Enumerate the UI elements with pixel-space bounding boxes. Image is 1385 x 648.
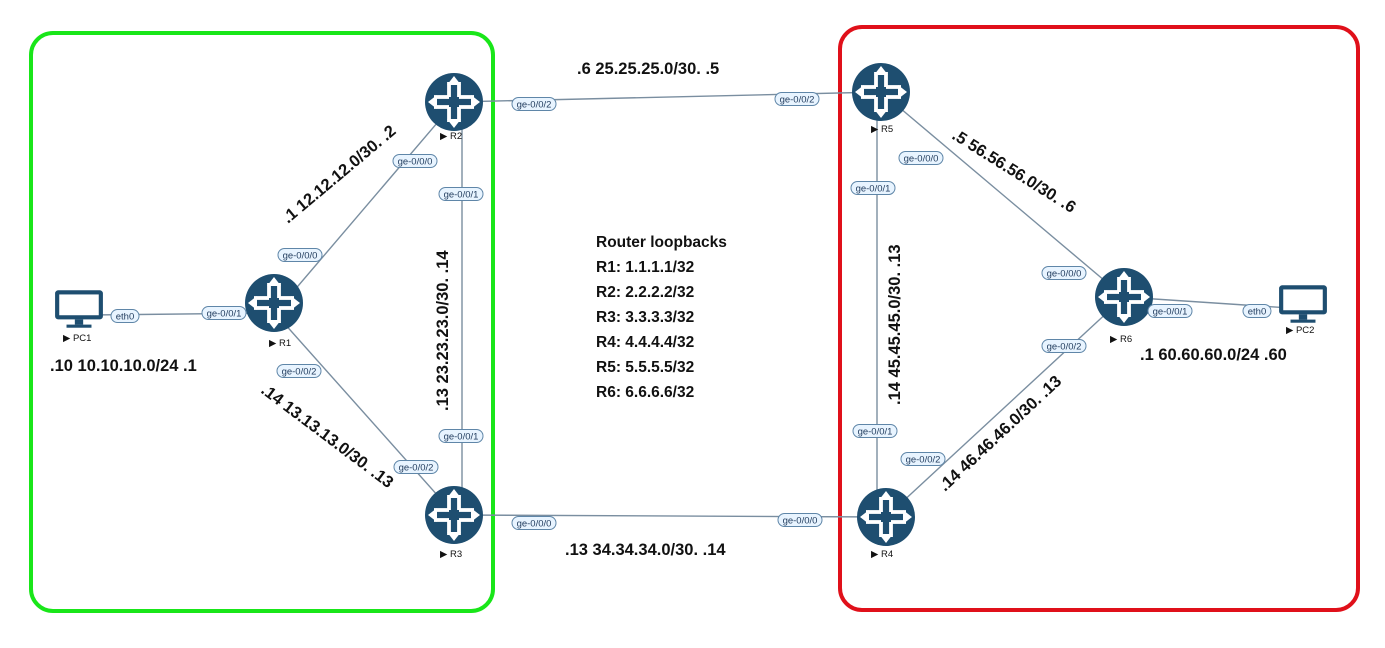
link-r1-r2 [274, 101, 456, 314]
loopback-r6: R6: 6.6.6.6/32 [596, 384, 694, 401]
subnet-r4-r5: .14 45.45.45.0/30. .13 [886, 244, 904, 405]
router-r5-icon[interactable] [851, 62, 911, 122]
subnet-r4-r6: .14 46.46.46.0/30. .13 [935, 372, 1065, 495]
loopback-r5: R5: 5.5.5.5/32 [596, 359, 694, 376]
play-icon: ▶ [63, 333, 71, 344]
router-r3-icon[interactable] [424, 485, 484, 545]
port-r4-ge001[interactable]: ge-0/0/1 [852, 424, 898, 438]
play-icon: ▶ [269, 338, 277, 349]
port-r1-ge001[interactable]: ge-0/0/1 [201, 306, 247, 320]
port-label: ge-0/0/2 [517, 99, 552, 110]
port-r4-ge002[interactable]: ge-0/0/2 [900, 452, 946, 466]
r6-label: R6 [1120, 334, 1132, 345]
pc2-label: PC2 [1296, 325, 1314, 336]
port-r5-ge000[interactable]: ge-0/0/0 [898, 151, 944, 165]
port-label: ge-0/0/1 [858, 426, 893, 437]
play-icon: ▶ [1286, 325, 1294, 336]
subnet-r3-r4: .13 34.34.34.0/30. .14 [565, 541, 726, 559]
svg-text:▶ R1: ▶ R1 [269, 338, 291, 349]
port-label: ge-0/0/1 [1153, 306, 1188, 317]
port-r5-ge001[interactable]: ge-0/0/1 [850, 181, 896, 195]
svg-text:▶ PC1: ▶ PC1 [63, 333, 91, 344]
port-r2-ge000[interactable]: ge-0/0/0 [392, 154, 438, 168]
loopback-r2: R2: 2.2.2.2/32 [596, 284, 694, 301]
r2-label: R2 [450, 131, 462, 142]
port-r1-ge002[interactable]: ge-0/0/2 [276, 364, 322, 378]
port-r3-ge001[interactable]: ge-0/0/1 [438, 429, 484, 443]
svg-text:▶ PC2: ▶ PC2 [1286, 325, 1314, 336]
subnet-r2-r5: .6 25.25.25.0/30. .5 [577, 60, 719, 78]
port-label: ge-0/0/1 [207, 308, 242, 319]
port-label: ge-0/0/2 [1047, 341, 1082, 352]
r4-label: R4 [881, 549, 893, 560]
r3-label: R3 [450, 549, 462, 560]
subnet-r1-r3: .14 13.13.13.0/30. .13 [258, 381, 397, 492]
router-r4-icon[interactable] [856, 487, 916, 547]
port-r2-ge002[interactable]: ge-0/0/2 [511, 97, 557, 111]
port-r4-ge000[interactable]: ge-0/0/0 [777, 513, 823, 527]
play-icon: ▶ [871, 124, 879, 135]
loopbacks-title: Router loopbacks [596, 234, 727, 251]
port-label: ge-0/0/1 [444, 431, 479, 442]
r5-label: R5 [881, 124, 893, 135]
port-label: ge-0/0/1 [444, 189, 479, 200]
pc2-monitor-icon[interactable] [1279, 285, 1327, 323]
subnet-r1-r2: .1 12.12.12.0/30. .2 [279, 122, 400, 227]
port-r2-ge001[interactable]: ge-0/0/1 [438, 187, 484, 201]
port-label: eth0 [1248, 306, 1267, 317]
loopback-r3: R3: 3.3.3.3/32 [596, 309, 694, 326]
port-label: ge-0/0/0 [1047, 268, 1082, 279]
subnet-r2-r3: .13 23.23.23.0/30. .14 [434, 250, 452, 411]
subnet-r6-pc2: .1 60.60.60.0/24 .60 [1140, 346, 1287, 364]
link-r6-pc2 [1123, 296, 1306, 310]
port-label: ge-0/0/0 [904, 153, 939, 164]
port-pc2-eth0[interactable]: eth0 [1242, 304, 1272, 318]
link-r4-r6 [885, 296, 1125, 518]
link-r5-r6 [880, 91, 1125, 298]
svg-text:▶ R6: ▶ R6 [1110, 334, 1132, 345]
play-icon: ▶ [440, 131, 448, 142]
link-r1-r3 [274, 312, 456, 516]
router-r1-icon[interactable] [244, 273, 304, 333]
router-r6-icon[interactable] [1094, 267, 1154, 327]
subnet-r5-r6: .5 56.56.56.0/30. .6 [949, 126, 1079, 217]
port-pc1-eth0[interactable]: eth0 [110, 309, 140, 323]
port-r3-ge000[interactable]: ge-0/0/0 [511, 516, 557, 530]
play-icon: ▶ [871, 549, 879, 560]
svg-text:▶ R4: ▶ R4 [871, 549, 893, 560]
port-r3-ge002[interactable]: ge-0/0/2 [393, 460, 439, 474]
port-label: eth0 [116, 311, 135, 322]
port-label: ge-0/0/2 [282, 366, 317, 377]
port-r1-ge000[interactable]: ge-0/0/0 [277, 248, 323, 262]
port-label: ge-0/0/0 [517, 518, 552, 529]
r1-label: R1 [279, 338, 291, 349]
svg-text:▶ R3: ▶ R3 [440, 549, 462, 560]
port-r5-ge002[interactable]: ge-0/0/2 [774, 92, 820, 106]
port-label: ge-0/0/2 [780, 94, 815, 105]
loopback-r4: R4: 4.4.4.4/32 [596, 334, 694, 351]
port-label: ge-0/0/2 [906, 454, 941, 465]
port-label: ge-0/0/2 [399, 462, 434, 473]
port-r6-ge001[interactable]: ge-0/0/1 [1147, 304, 1193, 318]
router-loopbacks-legend: Router loopbacks R1: 1.1.1.1/32 R2: 2.2.… [596, 234, 727, 401]
subnet-pc1-r1: .10 10.10.10.0/24 .1 [50, 357, 197, 375]
port-label: ge-0/0/0 [783, 515, 818, 526]
port-label: ge-0/0/0 [398, 156, 433, 167]
pc1-monitor-icon[interactable] [55, 290, 103, 328]
port-label: ge-0/0/1 [856, 183, 891, 194]
port-r6-ge002[interactable]: ge-0/0/2 [1041, 339, 1087, 353]
green-site-boundary [29, 31, 495, 613]
port-r6-ge000[interactable]: ge-0/0/0 [1041, 266, 1087, 280]
play-icon: ▶ [440, 549, 448, 560]
router-r2-icon[interactable] [424, 72, 484, 132]
pc1-label: PC1 [73, 333, 91, 344]
red-site-boundary [838, 25, 1360, 612]
port-label: ge-0/0/0 [283, 250, 318, 261]
play-icon: ▶ [1110, 334, 1118, 345]
svg-text:▶ R2: ▶ R2 [440, 131, 462, 142]
loopback-r1: R1: 1.1.1.1/32 [596, 259, 694, 276]
svg-text:▶ R5: ▶ R5 [871, 124, 893, 135]
